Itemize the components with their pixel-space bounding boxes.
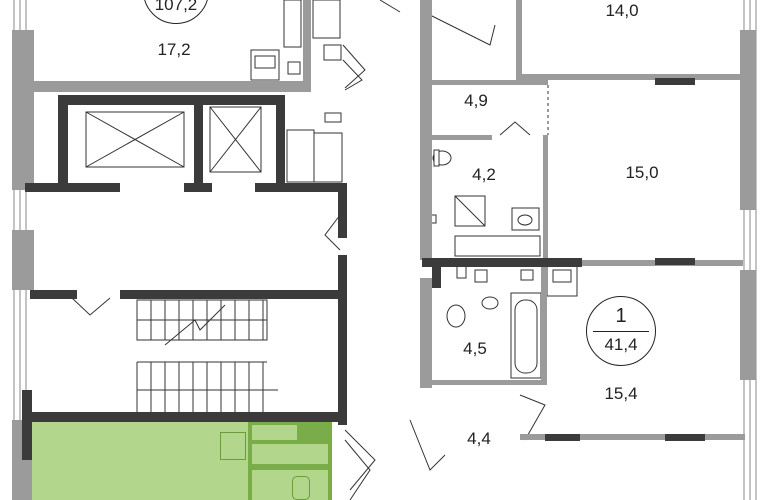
badge-room-count: 1 [615, 305, 627, 327]
apartment-badge[interactable]: 1 41,4 [586, 296, 656, 366]
elevator-wall-right [276, 95, 285, 190]
doors [71, 0, 549, 500]
corridor-wall-b [338, 255, 347, 425]
bath-lower-wall [541, 266, 547, 381]
room-area: 15,4 [604, 384, 638, 403]
stair-wall-right [120, 290, 345, 299]
window-wall [655, 78, 695, 85]
hall-lower-wall [432, 380, 547, 385]
bath-wall [543, 135, 548, 260]
fixtures [250, 0, 578, 379]
window-wall-4 [665, 434, 705, 441]
exterior-wall-left [12, 30, 34, 190]
corridor-wall-right [420, 0, 432, 260]
room-wall-14 [516, 0, 522, 78]
badge-area: 41,4 [604, 335, 638, 354]
elevator-wall-mid [194, 95, 203, 190]
elevator-shafts [85, 106, 262, 173]
room-area: 4,2 [472, 165, 496, 184]
hall-wall [432, 80, 548, 85]
room-area: 4,9 [464, 91, 488, 110]
toilet-icon [292, 476, 310, 500]
exterior-wall-left-mid [12, 230, 34, 290]
exterior-wall-right-low [740, 270, 756, 380]
elevator-wall-left [58, 95, 68, 190]
stair-wall-bottom [22, 412, 342, 422]
elevator-wall-top [58, 95, 285, 105]
bath-top-wall [432, 135, 492, 140]
lobby-wall-c [255, 183, 347, 192]
wet-wall [303, 0, 311, 92]
room-area: 14,0 [605, 1, 639, 20]
room-area: 4,5 [463, 339, 487, 358]
corridor-wall-right-low [420, 278, 432, 388]
stair-wall-side [22, 390, 32, 460]
lobby-wall-b [184, 183, 212, 192]
apartment-wall [34, 81, 311, 92]
exterior-wall-right [740, 30, 756, 210]
room-area: 4,4 [467, 429, 491, 448]
window-wall-2 [655, 258, 695, 265]
sink-icon [220, 432, 246, 460]
highlighted-bathroom [248, 422, 332, 500]
staircase [136, 299, 278, 412]
room-area: 15,0 [625, 163, 659, 182]
core-wall-v [432, 258, 441, 288]
room-15-4-bottom-wall [520, 434, 745, 440]
lobby-wall-a [25, 183, 120, 192]
window-wall-3 [545, 434, 580, 441]
corridor-wall-a [338, 183, 347, 238]
core-wall [422, 258, 582, 267]
badge-area: 107,2 [154, 0, 198, 14]
stair-wall-left [30, 290, 77, 299]
room-wall-14-bottom [516, 74, 741, 80]
room-15-bottom-wall [543, 260, 743, 266]
room-area: 17,2 [157, 40, 191, 59]
